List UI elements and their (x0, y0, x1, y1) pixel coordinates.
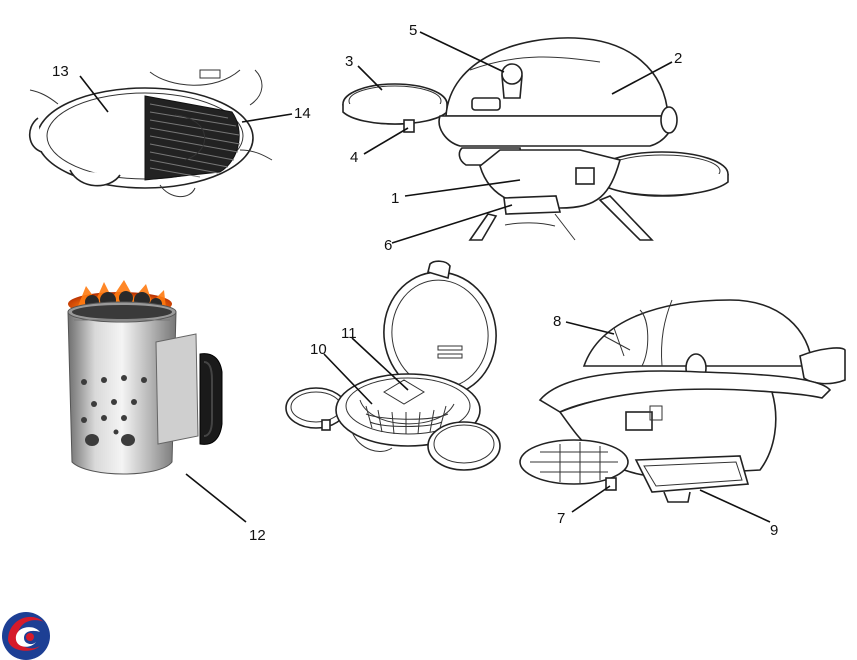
callout-5: 5 (409, 22, 417, 39)
callout-11: 11 (341, 325, 357, 342)
callout-1: 1 (391, 190, 399, 207)
grill-closed-illustration (342, 37, 729, 241)
callout-13: 13 (52, 63, 69, 80)
callout-14: 14 (294, 105, 311, 122)
brand-logo-icon (2, 612, 50, 660)
chimney-starter-photo (67, 280, 223, 475)
callout-2: 2 (674, 50, 682, 67)
grill-open-illustration (285, 260, 501, 471)
callout-7: 7 (557, 510, 565, 527)
callout-3: 3 (345, 53, 353, 70)
callout-6: 6 (384, 237, 392, 254)
grate-detail-illustration (29, 69, 273, 198)
callout-9: 9 (770, 522, 778, 539)
callout-4: 4 (350, 149, 358, 166)
callout-10: 10 (310, 341, 327, 358)
callout-12: 12 (249, 527, 266, 544)
callout-8: 8 (553, 313, 561, 330)
grill-underside-illustration (519, 299, 846, 503)
